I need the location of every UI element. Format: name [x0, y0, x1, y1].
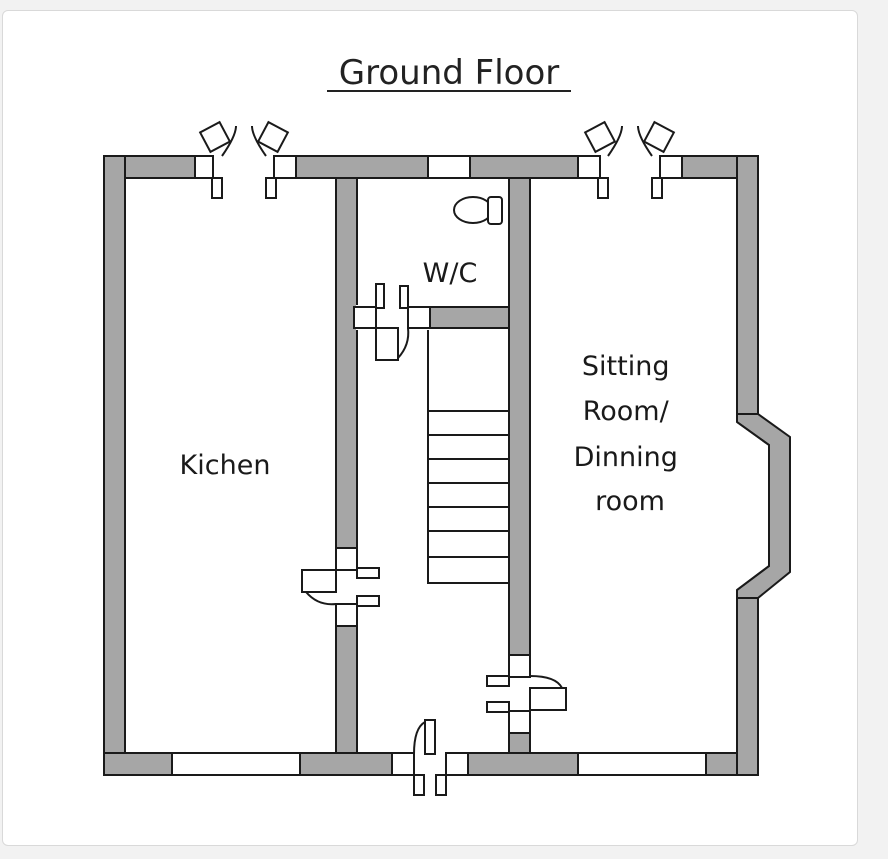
sitting-french-door-icon — [577, 120, 683, 199]
sitting-room-label: Sitting Room/ Dinning room — [574, 351, 687, 517]
sitting-room-label-line: Dinning — [574, 442, 678, 473]
windows — [171, 155, 707, 776]
wc-door-icon — [353, 283, 431, 361]
kitchen-window — [171, 752, 301, 776]
front-door-icon — [391, 719, 469, 796]
sitting-room-door-icon — [486, 654, 567, 734]
wc-window — [427, 155, 471, 179]
sitting-room-label-line: Sitting — [582, 351, 670, 382]
kitchen-door-icon — [301, 547, 380, 627]
bay-window — [735, 413, 791, 599]
sitting-room-window — [577, 752, 707, 776]
sitting-room-label-line: room — [595, 486, 665, 517]
toilet-icon — [453, 196, 503, 225]
sitting-room-label-line: Room/ — [583, 396, 670, 427]
kitchen-label: Kichen — [180, 450, 271, 481]
page-title: Ground Floor — [339, 53, 559, 93]
wc-label: W/C — [423, 258, 478, 289]
staircase — [427, 327, 510, 584]
kitchen-french-door-icon — [194, 120, 297, 199]
